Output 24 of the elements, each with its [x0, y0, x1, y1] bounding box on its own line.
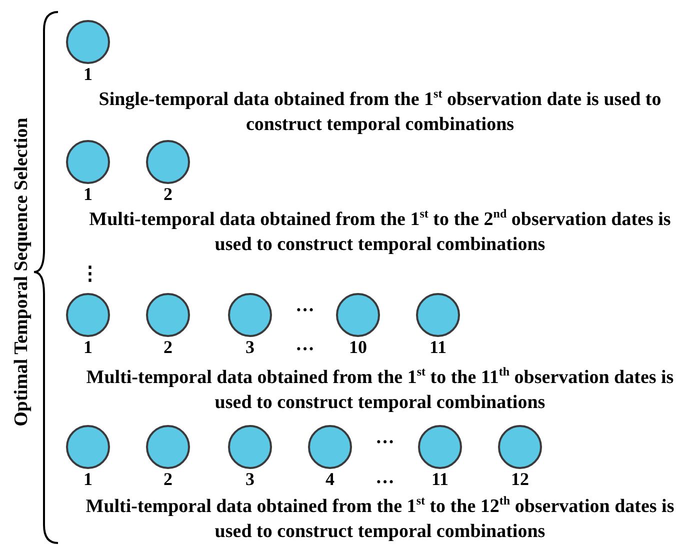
ellipsis: ···: [294, 338, 316, 362]
date-number: 2: [164, 469, 172, 489]
date-number: 2: [164, 184, 172, 204]
date-number: 2: [164, 337, 172, 357]
date-number: 3: [246, 337, 254, 357]
date-number: 4: [326, 469, 334, 489]
description-text: Single-temporal data obtained from the 1$^{st}$ observation date is used to construct temporal combinations: [98, 87, 662, 137]
ellipsis: ⋮: [80, 263, 100, 287]
ellipsis: ···: [294, 299, 316, 323]
bracket-title: Optimal Temporal Sequence Selection: [11, 118, 33, 426]
date-number: 12: [511, 469, 529, 489]
date-number: 3: [246, 469, 254, 489]
ellipsis: ···: [374, 471, 396, 495]
date-number: 1: [84, 337, 92, 357]
date-number: 1: [84, 469, 92, 489]
description-text: Multi-temporal data obtained from the 1$^{st}$ to the 11$^{th}$ observation dates is used to construct temporal combinations: [85, 365, 675, 415]
description-text: Multi-temporal data obtained from the 1$^{st}$ to the 2$^{nd}$ observation dates is used to construct temporal combinations: [88, 207, 672, 257]
date-number: 10: [349, 337, 367, 357]
date-number: 11: [430, 337, 446, 357]
description-text: Multi-temporal data obtained from the 1$^{st}$ to the 12$^{th}$ observation dates is used to construct temporal combinations: [84, 494, 676, 544]
date-number: 11: [432, 469, 448, 489]
date-number: 1: [84, 184, 92, 204]
ellipsis: ···: [374, 431, 396, 455]
date-number: 1: [84, 64, 92, 84]
